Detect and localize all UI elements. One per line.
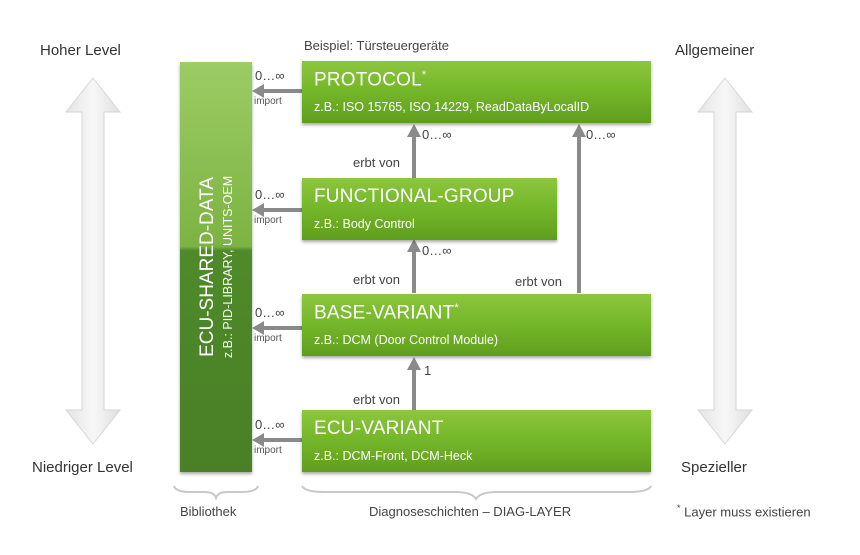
inheritance-arrows — [412, 135, 581, 410]
protocol-title: PROTOCOL — [314, 69, 422, 91]
base-variant-title: BASE-VARIANT — [314, 302, 455, 324]
left-axis-bottom-label: Niedriger Level — [32, 459, 133, 476]
import-arrows — [262, 89, 302, 442]
inherit-multiplicity-bv-protocol: 0…∞ — [586, 127, 616, 142]
footnote-text: Layer muss existieren — [684, 504, 811, 520]
protocol-layer: PROTOCOL* z.B.: ISO 15765, ISO 14229, Re… — [302, 61, 651, 123]
right-axis-top-label: Allgemeiner — [675, 42, 755, 59]
left-level-arrow — [64, 77, 122, 445]
ecu-shared-data-title: ECU-SHARED-DATA — [197, 177, 218, 357]
import-label-ecu-variant: import — [254, 445, 282, 456]
ecu-variant-example: z.B.: DCM-Front, DCM-Heck — [314, 449, 473, 463]
ecu-shared-data-example: z.B.: PID-LIBRARY, UNITS-OEM — [221, 175, 235, 359]
import-multiplicity-ecu-variant: 0…∞ — [255, 417, 285, 432]
footnote-mark: * — [677, 503, 681, 513]
inheritance-arrowheads — [407, 124, 586, 370]
example-label: Beispiel: Türsteuergeräte — [304, 38, 450, 53]
base-variant-example: z.B.: DCM (Door Control Module) — [314, 333, 499, 347]
functional-group-example: z.B.: Body Control — [314, 217, 415, 231]
import-multiplicity-base-variant: 0…∞ — [255, 305, 285, 320]
ecu-variant-title: ECU-VARIANT — [314, 418, 444, 439]
diag-layer-brace — [301, 485, 652, 502]
import-arrowheads — [252, 84, 264, 447]
inherit-multiplicity-ev-bv: 1 — [424, 363, 432, 378]
ecu-shared-data-block — [180, 62, 252, 472]
right-axis-bottom-label: Spezieller — [681, 459, 747, 476]
import-label-functional-group: import — [254, 215, 282, 226]
inherit-label-fg-protocol: erbt von — [353, 155, 400, 170]
diag-layer-label: Diagnoseschichten – DIAG-LAYER — [369, 504, 572, 519]
functional-group-title: FUNCTIONAL-GROUP — [314, 186, 515, 207]
base-variant-layer: BASE-VARIANT* z.B.: DCM (Door Control Mo… — [302, 294, 651, 356]
import-multiplicity-protocol: 0…∞ — [255, 68, 285, 83]
footnote: * Layer muss existieren — [677, 503, 811, 519]
inherit-label-bv-fg: erbt von — [353, 272, 400, 287]
base-variant-required-mark: * — [454, 302, 459, 314]
right-level-arrow — [696, 77, 754, 445]
protocol-example: z.B.: ISO 15765, ISO 14229, ReadDataByLo… — [314, 100, 590, 114]
import-multiplicity-functional-group: 0…∞ — [255, 187, 285, 202]
protocol-required-mark: * — [421, 69, 427, 81]
import-label-protocol: import — [254, 96, 282, 107]
library-brace — [173, 485, 259, 502]
left-axis-top-label: Hoher Level — [40, 42, 121, 59]
ecu-variant-layer: ECU-VARIANT z.B.: DCM-Front, DCM-Heck — [302, 410, 651, 472]
inherit-label-bv-protocol: erbt von — [515, 274, 562, 289]
functional-group-layer: FUNCTIONAL-GROUP z.B.: Body Control — [302, 178, 557, 240]
inherit-multiplicity-fg-protocol: 0…∞ — [422, 127, 452, 142]
inherit-multiplicity-bv-fg: 0…∞ — [422, 243, 452, 258]
library-label: Bibliothek — [180, 504, 237, 519]
inherit-label-ev-bv: erbt von — [353, 392, 400, 407]
import-label-base-variant: import — [254, 333, 282, 344]
